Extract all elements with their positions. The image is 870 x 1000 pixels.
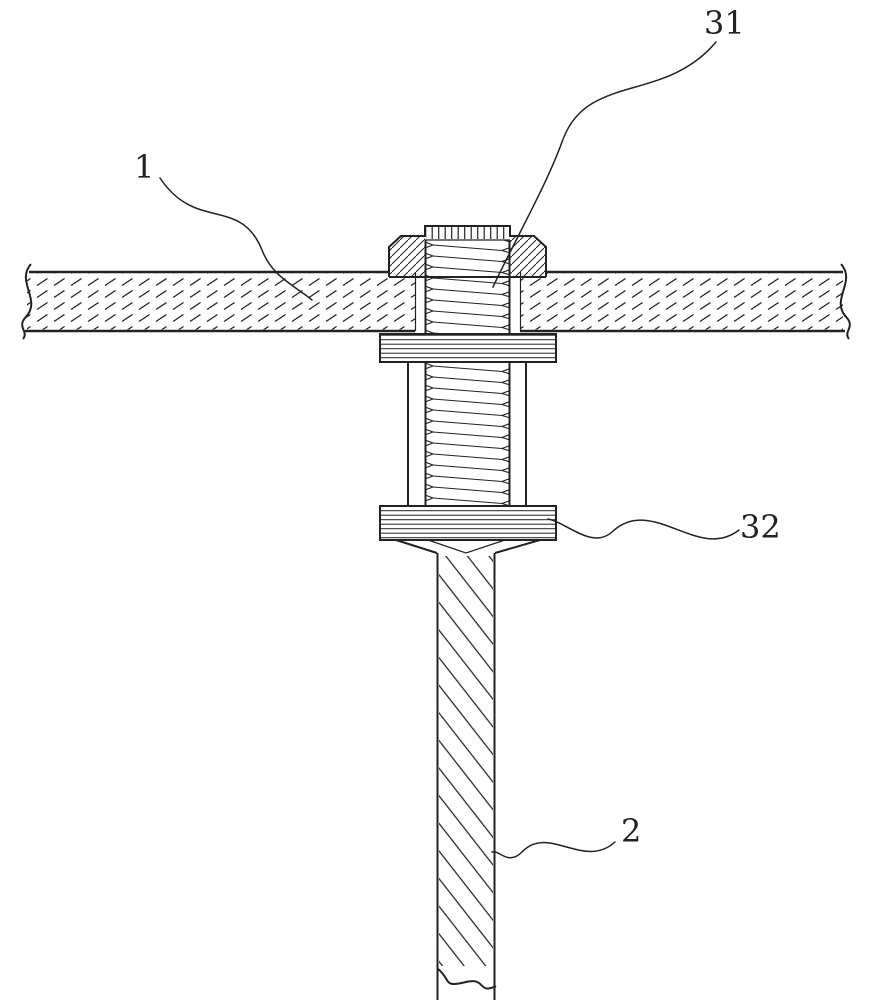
connecting-rod: [436, 553, 497, 1000]
plate-break-line-left: [21, 263, 33, 340]
threaded-screw: [424, 240, 511, 506]
leader-line-screw: [492, 41, 717, 288]
ref-label-flange-nut: 32: [740, 508, 781, 546]
lower-flange-nut: [379, 505, 557, 554]
lower-flange-outline: [379, 505, 557, 541]
plate-section: [21, 263, 851, 340]
plate-hatch-left: [27, 273, 415, 330]
flange-taper-left: [395, 539, 438, 554]
lower-flange-knurl: [380, 506, 556, 540]
cap-hatch-left: [389, 236, 425, 277]
plate-break-line-right: [839, 263, 851, 340]
reference-numerals: 1 31 32 2: [134, 4, 781, 850]
cap-hatch-right: [510, 236, 546, 277]
cap-outline: [388, 225, 547, 277]
ref-label-screw: 31: [704, 4, 745, 42]
rod-break-line: [436, 967, 497, 990]
leader-lines: [159, 41, 740, 859]
leader-line-rod: [491, 841, 616, 859]
ref-label-plate: 1: [134, 148, 154, 186]
flange-taper-right: [494, 539, 541, 554]
rod-hatch: [439, 556, 493, 966]
plate-hatch-right: [520, 273, 843, 330]
screw-tip: [427, 539, 506, 554]
leader-line-flange-nut: [547, 518, 740, 540]
thread-section-lower: [426, 362, 509, 506]
knurled-boss-ribs: [426, 227, 509, 239]
ref-label-rod: 2: [621, 812, 641, 850]
upper-flange-nut: [379, 333, 557, 363]
thread-section-upper: [426, 240, 509, 333]
upper-flange-outline: [379, 333, 557, 363]
screw-cap: [388, 225, 547, 278]
upper-flange-knurl: [380, 334, 556, 362]
leader-line-plate: [159, 177, 313, 301]
